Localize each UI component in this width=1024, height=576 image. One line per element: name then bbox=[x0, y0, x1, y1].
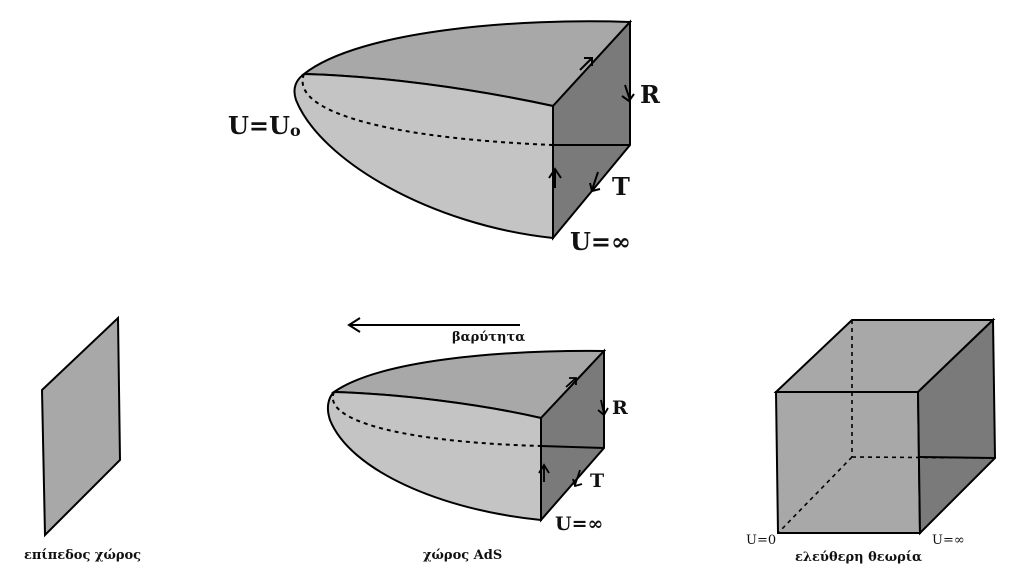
top-ads-arrow-left bbox=[548, 167, 562, 188]
free-theory-panel: U=0 U=∞ ελεύθερη θεωρία bbox=[746, 317, 997, 565]
cube-uinf-label: U=∞ bbox=[932, 533, 965, 548]
ads-r-label: R bbox=[612, 397, 628, 419]
ads-face-divider bbox=[540, 445, 605, 449]
ads-arrow-top bbox=[565, 377, 577, 388]
gravity-arrow-head bbox=[347, 317, 361, 333]
ads-space-panel: βαρύτητα R T U=∞ χώρος AdS bbox=[326, 317, 628, 563]
ads-arrow-bottom bbox=[572, 469, 583, 488]
ads-caption: χώρος AdS bbox=[423, 548, 502, 563]
cube-front-face bbox=[774, 391, 922, 534]
cube-hidden-edge-diagonal bbox=[777, 456, 853, 534]
ads-arrow-right bbox=[597, 399, 609, 417]
flat-space-caption: επίπεδος χώρος bbox=[24, 548, 141, 563]
top-ads-arrow-right bbox=[621, 84, 635, 103]
top-r-label: R bbox=[640, 80, 661, 109]
flat-space-panel: επίπεδος χώρος bbox=[24, 315, 141, 563]
cube-face-divider bbox=[919, 456, 996, 459]
ads-dashed-horizon bbox=[331, 391, 542, 447]
top-ads-arrow-bottom bbox=[589, 171, 601, 193]
ads-uinf-label: U=∞ bbox=[555, 513, 603, 535]
top-ads-shape: U=Uo R T U=∞ bbox=[228, 19, 661, 256]
top-ads-lower-surface bbox=[293, 72, 554, 240]
top-t-label: T bbox=[612, 172, 630, 201]
ads-arrow-left bbox=[538, 463, 550, 482]
gravity-label: βαρύτητα bbox=[452, 330, 525, 345]
free-theory-caption: ελεύθερη θεωρία bbox=[795, 550, 922, 565]
ads-lower-surface bbox=[326, 390, 542, 522]
cube-u0-label: U=0 bbox=[746, 533, 776, 548]
flat-space-plane bbox=[40, 315, 122, 538]
top-uinf-label: U=∞ bbox=[570, 227, 631, 256]
top-ads-arrow-top bbox=[579, 57, 593, 71]
top-u0-label: U=Uo bbox=[228, 111, 301, 140]
ads-t-label: T bbox=[590, 470, 604, 492]
